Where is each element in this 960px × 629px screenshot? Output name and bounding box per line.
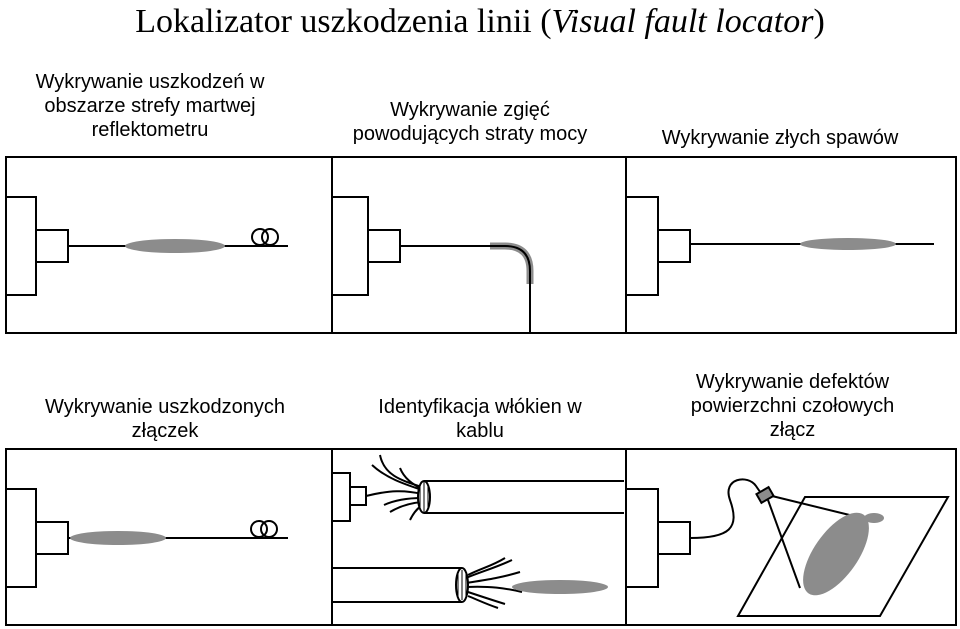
title-close: ) xyxy=(813,3,825,40)
fiber-loop-1 xyxy=(251,228,279,246)
fiber-bend xyxy=(400,245,531,333)
caption-connectors: Wykrywanie uszkodzonych złączek xyxy=(45,396,285,442)
title-main: Lokalizator uszkodzenia linii ( xyxy=(135,3,552,40)
vfl-device-3 xyxy=(625,196,691,296)
fiber-loop-4 xyxy=(250,520,278,538)
caption-fiber-id: Identyfikacja włókien w kablu xyxy=(378,396,582,442)
vfl-device-2 xyxy=(331,196,401,296)
cable-upper xyxy=(417,480,624,514)
endface-plane xyxy=(736,496,950,617)
fault-glow-1 xyxy=(125,239,225,253)
fault-glow-6 xyxy=(803,512,884,596)
vfl-device-4 xyxy=(5,488,69,588)
page-title: Lokalizator uszkodzenia linii (Visual fa… xyxy=(0,2,960,42)
title-italic: Visual fault locator xyxy=(551,3,814,40)
caption-bends: Wykrywanie zgięć powodujących straty moc… xyxy=(352,99,588,145)
fault-glow-3 xyxy=(800,238,896,250)
cable-lower xyxy=(332,567,469,603)
vfl-device-6 xyxy=(625,488,691,588)
vfl-device-5 xyxy=(331,472,367,522)
fault-glow-5 xyxy=(512,580,608,594)
caption-dead-zone: Wykrywanie uszkodzeń w obszarze strefy m… xyxy=(35,71,265,141)
fault-glow-4 xyxy=(70,531,166,545)
caption-bad-splices: Wykrywanie złych spawów xyxy=(661,127,899,149)
fiber-bundle-lower xyxy=(465,557,523,609)
caption-endface: Wykrywanie defektów powierzchni czołowyc… xyxy=(690,371,895,441)
fiber-patch-6 xyxy=(689,478,767,539)
light-beam-1 xyxy=(767,499,801,589)
microscope-probe xyxy=(755,485,775,505)
fiber-bundle-upper xyxy=(365,454,425,521)
vfl-device-1 xyxy=(5,196,69,296)
panel-frame-fiber-id xyxy=(331,448,627,626)
